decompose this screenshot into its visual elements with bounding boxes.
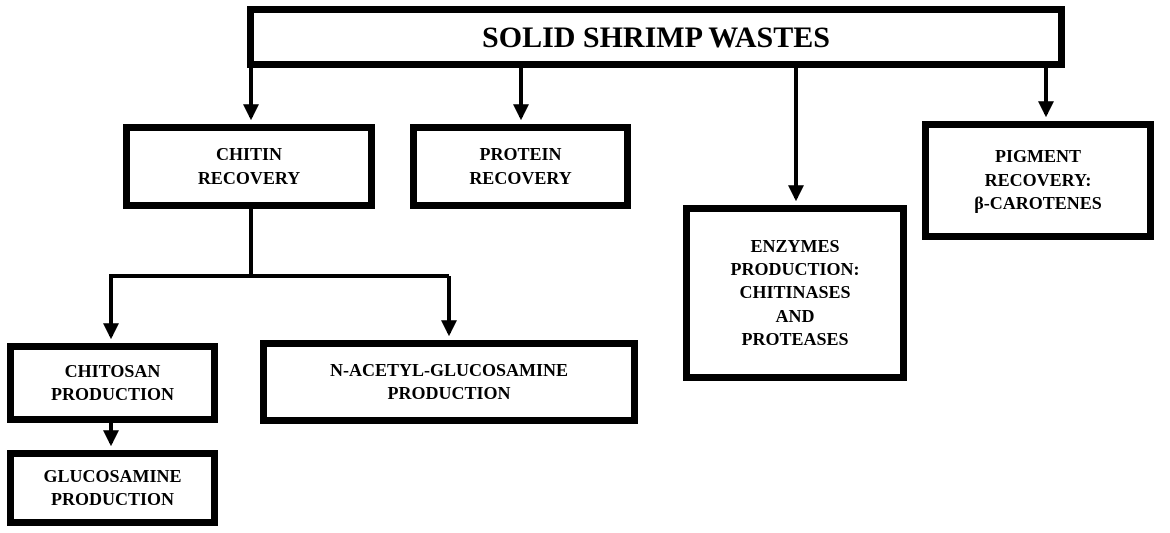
glucosamine-line-1: GLUCOSAMINE <box>43 465 182 486</box>
pigment-line-2: RECOVERY: <box>984 169 1092 190</box>
pigment-line-1: PIGMENT <box>994 146 1081 167</box>
box-glucosamine-production: GLUCOSAMINE PRODUCTION <box>7 450 218 526</box>
protein-line-2: RECOVERY <box>469 167 572 188</box>
protein-line-1: PROTEIN <box>479 144 562 165</box>
chitosan-line-2: PRODUCTION <box>50 384 174 404</box>
box-chitosan-production: CHITOSAN PRODUCTION <box>7 343 218 423</box>
enzymes-line-2: PRODUCTION: <box>730 258 860 279</box>
glucosamine-line-2: PRODUCTION <box>50 489 174 509</box>
box-enzymes-production: ENZYMES PRODUCTION: CHITINASES AND PROTE… <box>683 205 907 381</box>
pigment-line-3: β-CAROTENES <box>974 193 1102 214</box>
enzymes-line-1: ENZYMES <box>750 235 840 256</box>
box-protein-recovery: PROTEIN RECOVERY <box>410 124 631 209</box>
enzymes-line-3: CHITINASES <box>739 282 851 303</box>
box-n-acetyl-glucosamine-production: N-ACETYL-GLUCOSAMINE PRODUCTION <box>260 340 638 424</box>
nag-line-1: N-ACETYL-GLUCOSAMINE <box>329 359 569 380</box>
chitin-line-2: RECOVERY <box>197 167 301 188</box>
box-chitin-recovery: CHITIN RECOVERY <box>123 124 375 209</box>
chitosan-line-1: CHITOSAN <box>64 360 161 381</box>
box-pigment-recovery: PIGMENT RECOVERY: β-CAROTENES <box>922 121 1154 240</box>
box-solid-shrimp-wastes: SOLID SHRIMP WASTES <box>247 6 1065 68</box>
enzymes-line-4: AND <box>775 305 815 326</box>
chitin-line-1: CHITIN <box>215 144 282 165</box>
nag-line-2: PRODUCTION <box>387 383 511 403</box>
root-label: SOLID SHRIMP WASTES <box>482 20 830 54</box>
enzymes-line-5: PROTEASES <box>741 329 849 350</box>
